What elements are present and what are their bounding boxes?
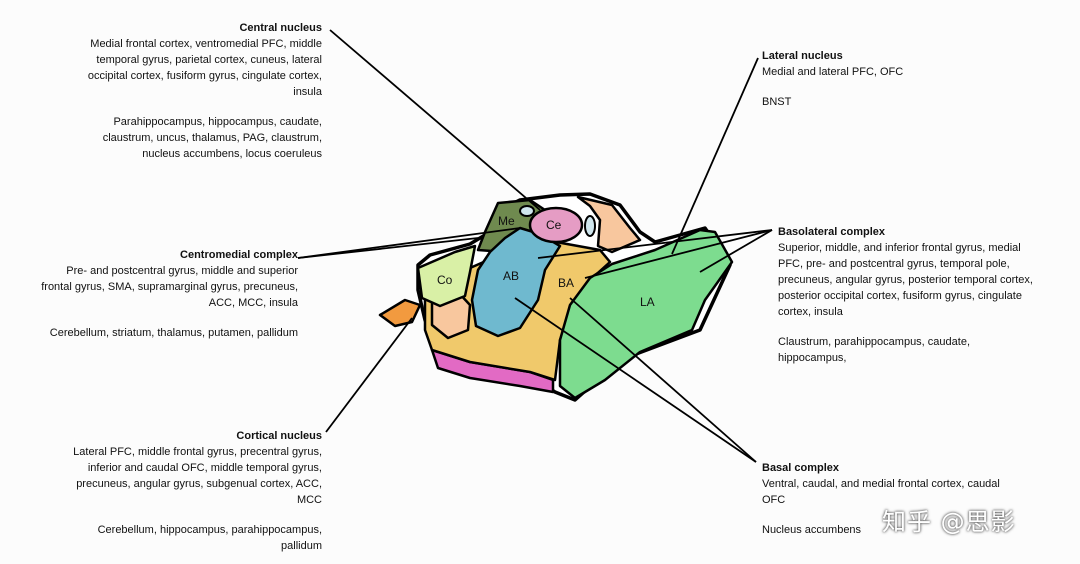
- centromedial-complex-block: Centromedial complex Pre- and postcentra…: [16, 247, 298, 341]
- lateral-nucleus-block: Lateral nucleus Medial and lateral PFC, …: [762, 48, 1062, 110]
- co-region: [416, 244, 477, 308]
- text-line: Parahippocampus, hippocampus, caudate,: [113, 116, 322, 128]
- text-line: Lateral PFC, middle frontal gyrus, prece…: [73, 446, 322, 458]
- small-spot-right: [584, 215, 596, 237]
- basolateral-complex-title: Basolateral complex: [778, 226, 885, 238]
- central-nucleus-title: Central nucleus: [239, 22, 322, 34]
- text-line: pallidum: [281, 540, 322, 552]
- watermark-logo: 知乎 @思影: [882, 508, 1016, 536]
- centromedial-cortical-list: Pre- and postcentral gyrus, middle and s…: [16, 263, 298, 311]
- cortical-nucleus-cortical-list: Lateral PFC, middle frontal gyrus, prece…: [40, 444, 322, 508]
- central-nucleus-cortical-list: Medial frontal cortex, ventromedial PFC,…: [40, 36, 322, 100]
- text-line: Cerebellum, striatum, thalamus, putamen,…: [49, 327, 298, 339]
- text-line: OFC: [762, 494, 786, 506]
- lateral-leader-line: [671, 57, 759, 255]
- centromedial-complex-title: Centromedial complex: [180, 249, 298, 261]
- cortical-nucleus-title: Cortical nucleus: [236, 430, 322, 442]
- basal-complex-block: Basal complex Ventral, caudal, and media…: [762, 460, 1062, 538]
- cortical-nucleus-block: Cortical nucleus Lateral PFC, middle fro…: [40, 428, 322, 554]
- text-line: precuneus, angular gyrus, posterior temp…: [778, 274, 1033, 286]
- basolateral-leader-line-3: [699, 229, 773, 273]
- text-line: inferior and caudal OFC, middle temporal…: [87, 462, 322, 474]
- text-line: insula: [293, 86, 322, 98]
- small-spot-left: [519, 205, 535, 217]
- basal-complex-cortical-list: Ventral, caudal, and medial frontal cort…: [762, 476, 1062, 508]
- cortical-leader-line: [325, 317, 413, 433]
- basolateral-subcortical-list: Claustrum, parahippocampus, caudate, hip…: [778, 334, 1074, 366]
- text-line: nucleus accumbens, locus coeruleus: [142, 148, 322, 160]
- text-line: claustrum, uncus, thalamus, PAG, claustr…: [102, 132, 322, 144]
- text-line: occipital cortex, fusiform gyrus, cingul…: [87, 70, 322, 82]
- ce-label: Ce: [546, 218, 562, 232]
- text-line: Pre- and postcentral gyrus, middle and s…: [66, 265, 298, 277]
- ce-region: [528, 206, 584, 244]
- central-leader-line: [329, 29, 541, 211]
- basal-leader-line-1: [514, 297, 757, 463]
- basolateral-leader-line-2: [584, 229, 773, 279]
- co-label: Co: [437, 273, 453, 287]
- central-nucleus-block: Central nucleus Medial frontal cortex, v…: [40, 20, 322, 162]
- text-line: Medial frontal cortex, ventromedial PFC,…: [90, 38, 322, 50]
- ab-label: AB: [503, 269, 519, 283]
- ba-label: BA: [558, 276, 574, 290]
- peach-upper-region: [576, 195, 642, 254]
- text-line: frontal gyrus, SMA, supramarginal gyrus,…: [41, 281, 298, 293]
- text-line: cortex, insula: [778, 306, 843, 318]
- me-label: Me: [498, 214, 515, 228]
- text-line: hippocampus,: [778, 352, 847, 364]
- basal-complex-title: Basal complex: [762, 462, 840, 474]
- la-label: LA: [640, 295, 655, 309]
- lateral-nucleus-cortical-list: Medial and lateral PFC, OFC: [762, 64, 1062, 80]
- basal-complex-subcortical-list: Nucleus accumbens: [762, 522, 1062, 538]
- lateral-nucleus-subcortical-list: BNST: [762, 94, 1062, 110]
- centromedial-subcortical-list: Cerebellum, striatum, thalamus, putamen,…: [16, 325, 298, 341]
- text-line: Cerebellum, hippocampus, parahippocampus…: [97, 524, 322, 536]
- cortical-nucleus-subcortical-list: Cerebellum, hippocampus, parahippocampus…: [40, 522, 322, 554]
- text-line: Claustrum, parahippocampus, caudate,: [778, 336, 970, 348]
- text-line: Ventral, caudal, and medial frontal cort…: [762, 478, 1000, 490]
- basolateral-leader-line-1: [537, 229, 773, 259]
- text-line: posterior occipital cortex, fusiform gyr…: [778, 290, 1022, 302]
- text-line: temporal gyrus, parietal cortex, cuneus,…: [96, 54, 322, 66]
- text-line: Superior, middle, and inferior frontal g…: [778, 242, 1021, 254]
- basal-leader-line-2: [569, 297, 757, 463]
- text-line: Medial and lateral PFC, OFC: [762, 66, 904, 78]
- basolateral-complex-block: Basolateral complex Superior, middle, an…: [778, 224, 1074, 366]
- orange-tab-region: [378, 298, 422, 328]
- text-line: ACC, MCC, insula: [208, 297, 298, 309]
- text-line: MCC: [296, 494, 322, 506]
- basolateral-cortical-list: Superior, middle, and inferior frontal g…: [778, 240, 1074, 320]
- leader-lines: [297, 29, 773, 463]
- centromedial-leader-line-2: [297, 237, 479, 259]
- central-nucleus-subcortical-list: Parahippocampus, hippocampus, caudate, c…: [40, 114, 322, 162]
- text-line: precuneus, angular gyrus, subgenual cort…: [76, 478, 322, 490]
- text-line: PFC, pre- and postcentral gyrus, tempora…: [778, 258, 1010, 270]
- lateral-nucleus-title: Lateral nucleus: [762, 50, 843, 62]
- la-region: [558, 228, 734, 400]
- text-line: BNST: [762, 96, 792, 108]
- text-line: Nucleus accumbens: [762, 524, 862, 536]
